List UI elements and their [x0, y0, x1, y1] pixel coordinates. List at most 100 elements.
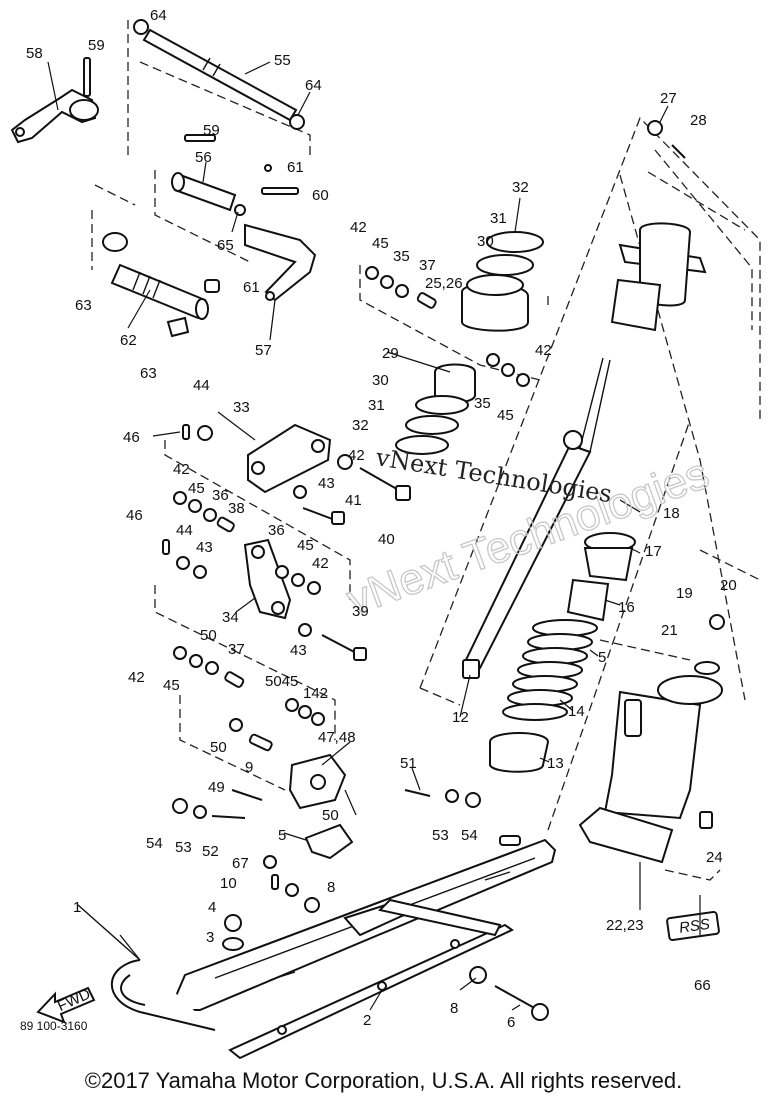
callout-21: 21 [661, 622, 678, 639]
callout-35: 35 [393, 248, 410, 265]
callout-45: 45 [163, 677, 180, 694]
callout-38: 38 [228, 500, 245, 517]
small-hardware [172, 789, 487, 984]
callout-54: 54 [461, 827, 478, 844]
part-51-bolt [404, 789, 431, 797]
part-17-16-bumpers [566, 532, 636, 622]
callout-2: 2 [363, 1012, 371, 1029]
callout-51: 51 [400, 755, 417, 772]
callout-31: 31 [368, 397, 385, 414]
part-55-shaft [142, 28, 298, 122]
callout-32: 32 [352, 417, 369, 434]
fwd-label: FWD [55, 986, 93, 1015]
part-12-shock-rod [462, 357, 611, 679]
part-shock-upper-mount [610, 120, 707, 332]
callout-42: 42 [348, 447, 365, 464]
callout-45: 45 [372, 235, 389, 252]
callout-36: 36 [268, 522, 285, 539]
callout-34: 34 [222, 609, 239, 626]
callout-61: 61 [287, 159, 304, 176]
part-13-spring-seat [489, 732, 550, 773]
part-1-ski-assembly [77, 835, 557, 1031]
part-47-48-housing [288, 753, 347, 810]
callout-46: 46 [126, 507, 143, 524]
callout-57: 57 [255, 342, 272, 359]
part-39-bolt [321, 634, 367, 661]
fwd-arrow-icon: FWD [36, 986, 96, 1024]
callout-3: 3 [206, 929, 214, 946]
part-49-pin [231, 789, 263, 801]
rss-decal: RSS [666, 911, 720, 941]
callout-10: 10 [220, 875, 237, 892]
callout-66: 66 [694, 977, 711, 994]
callout-28: 28 [690, 112, 707, 129]
callout-24: 24 [706, 849, 723, 866]
callout-46: 46 [123, 429, 140, 446]
callout-40: 40 [378, 531, 395, 548]
callout-37: 37 [228, 641, 245, 658]
part-59-pin [83, 57, 91, 97]
callout-35: 35 [474, 395, 491, 412]
callout-14: 14 [568, 703, 585, 720]
part-6-bolt [494, 985, 549, 1021]
callout-5: 5 [278, 827, 286, 844]
callout-13: 13 [547, 755, 564, 772]
callout-33: 33 [233, 399, 250, 416]
part-59-pin-b [184, 134, 216, 142]
callout-8: 8 [327, 879, 335, 896]
part-2-runner [228, 898, 514, 1060]
callout-6: 6 [507, 1014, 515, 1031]
catalog-number: 89 100-3160 [20, 1019, 88, 1033]
group-outlines [91, 20, 761, 881]
callout-50: 50 [200, 627, 217, 644]
copyright-notice: ©2017 Yamaha Motor Corporation, U.S.A. A… [84, 1068, 683, 1093]
callout-42: 42 [128, 669, 145, 686]
callout-45: 45 [297, 537, 314, 554]
callout-61: 61 [243, 279, 260, 296]
callout-43: 43 [318, 475, 335, 492]
callout-55: 55 [274, 52, 291, 69]
watermark: vNext Technologies vNext Technologies [340, 443, 716, 626]
callout-30: 30 [477, 233, 494, 250]
callout-39: 39 [352, 603, 369, 620]
callout-42: 42 [312, 555, 329, 572]
callout-65: 65 [217, 237, 234, 254]
callout-44: 44 [193, 377, 210, 394]
callout-50: 50 [210, 739, 227, 756]
part-40-bolt [359, 467, 411, 501]
callout-20: 20 [720, 577, 737, 594]
callout-8: 8 [450, 1000, 458, 1017]
part-22-23-shock-body [578, 614, 725, 864]
part-5-bracket [304, 823, 354, 860]
callout-53: 53 [432, 827, 449, 844]
leader-lines [47, 61, 701, 1011]
callout-36: 36 [212, 487, 229, 504]
part-56-pivot-shaft [171, 172, 246, 216]
callout-1: 1 [73, 899, 81, 916]
callout-41: 41 [345, 492, 362, 509]
callout-52: 52 [202, 843, 219, 860]
callout-30: 30 [372, 372, 389, 389]
callout-5: 5 [598, 649, 606, 666]
callout-59: 59 [203, 122, 220, 139]
callout-19: 19 [676, 585, 693, 602]
exploded-parts-diagram: FWD [10, 7, 761, 1060]
rss-decal-text: RSS [678, 916, 711, 937]
callout-42: 42 [535, 342, 552, 359]
callout-18: 18 [663, 505, 680, 522]
callout-60: 60 [312, 187, 329, 204]
part-41-bolt [302, 507, 345, 525]
callout-22-23: 22,23 [606, 917, 644, 934]
washers-and-bushings [162, 266, 530, 752]
callout-63: 63 [140, 365, 157, 382]
callout-12: 12 [452, 709, 469, 726]
part-spring-seats [395, 231, 544, 455]
callout-32: 32 [512, 179, 529, 196]
callout-37: 37 [419, 257, 436, 274]
callout-25-26: 25,26 [425, 275, 463, 292]
callout-63: 63 [75, 297, 92, 314]
callout-43: 43 [196, 539, 213, 556]
callout-45: 45 [188, 480, 205, 497]
callout-16: 16 [618, 599, 635, 616]
callout-142: 142 [303, 685, 328, 702]
